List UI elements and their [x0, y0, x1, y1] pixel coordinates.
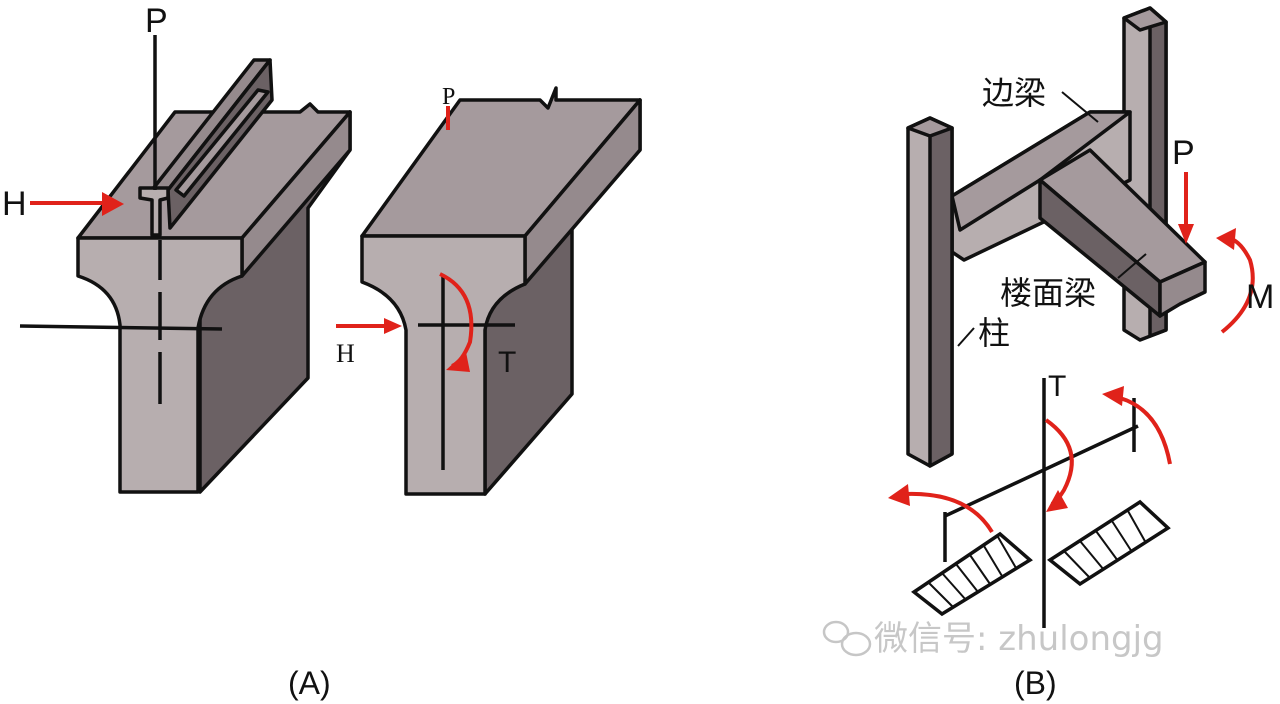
rotation-arrow-right: [1102, 386, 1172, 465]
rotation-arrow-left: [888, 484, 994, 534]
watermark: 微信号: zhulongjg: [822, 619, 1164, 659]
panel-a2-torsion-beam: P H T: [336, 84, 642, 496]
panel-b-torsion-schematic: T: [888, 370, 1172, 628]
label-p-a1: P: [145, 2, 168, 40]
panel-b-edge-beam-frame: 边梁 楼面梁 柱 P M: [906, 6, 1274, 468]
horizontal-axis-line: [19, 324, 223, 331]
horizontal-force-arrow: [30, 192, 124, 216]
torsion-arrow-b: [1044, 418, 1074, 512]
wechat-icon: [822, 620, 872, 657]
torsion-arrow-a2: [439, 272, 474, 372]
caption-a: (A): [288, 665, 331, 701]
label-p-a2: P: [442, 84, 455, 110]
horizontal-force-arrow-a2: [336, 318, 402, 334]
hatched-plate-left: [911, 531, 1033, 617]
watermark-text: 微信号: zhulongjg: [874, 619, 1164, 659]
label-floor-beam: 楼面梁: [1000, 274, 1096, 312]
panel-a1-crane-beam: P H: [2, 2, 352, 494]
label-m: M: [1246, 278, 1274, 316]
label-p-b: P: [1172, 134, 1195, 172]
label-h-a2: H: [336, 339, 355, 368]
label-column: 柱: [978, 314, 1010, 352]
label-edge-beam: 边梁: [982, 74, 1046, 112]
label-t-a2: T: [498, 346, 516, 379]
crane-rail: [138, 58, 274, 237]
load-arrow-p-b: [1178, 172, 1194, 244]
moment-arrow-m: [1216, 228, 1255, 334]
label-h-a1: H: [2, 185, 27, 223]
label-t-b: T: [1048, 370, 1066, 403]
caption-b: (B): [1014, 665, 1057, 701]
hatched-plate-right: [1047, 499, 1171, 587]
